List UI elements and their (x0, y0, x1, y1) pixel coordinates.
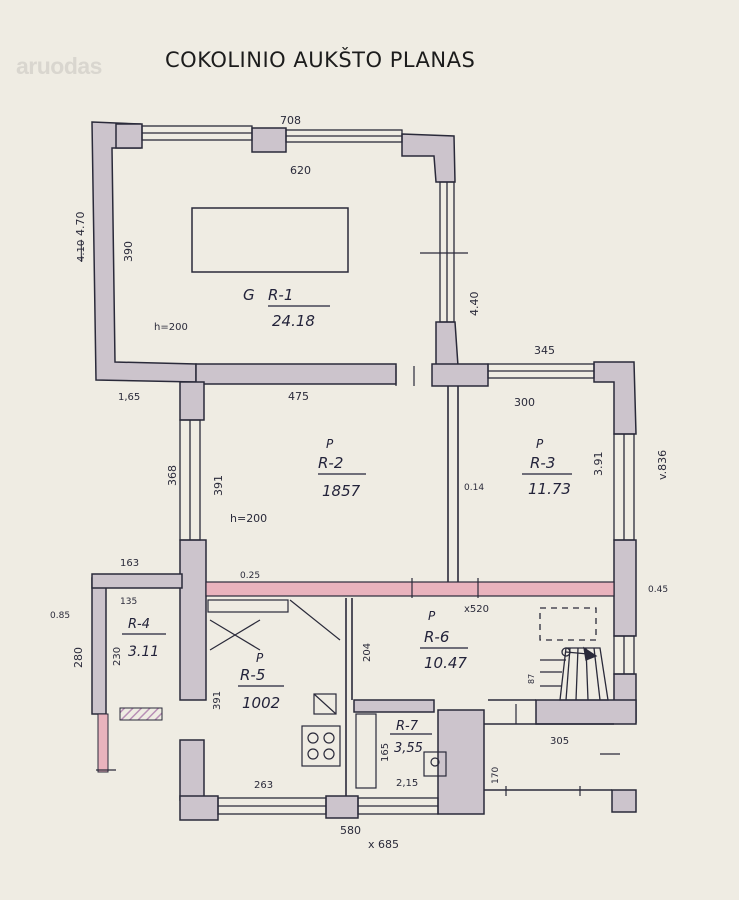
wall-r4-left (91, 577, 107, 715)
dim-r7-depth: 165 (380, 743, 391, 762)
wall-r1-left (91, 121, 197, 383)
hatched-wall (119, 707, 163, 721)
r1-area: 24.18 (272, 312, 315, 330)
dim-r4-height: 230 (112, 647, 123, 666)
walls (91, 121, 637, 821)
dim-r2-left: 368 (166, 465, 179, 486)
wall-r3-right2 (613, 539, 637, 637)
r1-prefix: G (243, 286, 255, 304)
dim-r5-width: 263 (254, 780, 273, 791)
dim-partition-small: 0.25 (240, 571, 260, 581)
r4-code: R-4 (128, 617, 150, 632)
r1-height: h=200 (154, 322, 188, 333)
room-r7: R-7 3,55 (390, 719, 432, 756)
r5-code: R-5 (240, 666, 265, 684)
windows (141, 125, 635, 815)
dim-r2-width: 475 (288, 390, 309, 403)
partitions (345, 386, 614, 796)
r2-code: R-2 (318, 454, 343, 472)
page-title: COKOLINIO AUKŠTO PLANAS (165, 48, 476, 72)
dim-r1-width: 620 (290, 164, 311, 177)
r3-code: R-3 (530, 454, 555, 472)
wall-r1-topmid (251, 127, 287, 153)
wall-left-col3 (179, 739, 205, 801)
wall-r3-right (593, 361, 637, 435)
dim-stair: 87 (527, 674, 536, 684)
dim-bottom-outer: x 685 (368, 838, 399, 851)
wall-r1-right2 (435, 321, 459, 367)
r7-code: R-7 (396, 719, 419, 734)
r6-prefix: P (428, 609, 436, 623)
r7-area: 3,55 (394, 741, 423, 756)
dim-r4-left: 0.85 (50, 611, 70, 621)
wall-left-col1 (179, 381, 205, 421)
dim-r4-outer: 280 (72, 647, 85, 668)
dim-r1-right: 4.40 (468, 292, 481, 317)
dimensions: 708 620 4.70 4.10 390 4.40 1,65 475 345 … (50, 114, 669, 851)
dim-right-total: v.836 (656, 450, 669, 480)
wall-bottom-mid (325, 795, 359, 819)
wall-bottom-r7 (437, 709, 485, 815)
wall-left-col2 (179, 539, 207, 701)
room-r1: G R-1 24.18 h=200 (154, 286, 330, 333)
r2-height: h=200 (230, 512, 267, 525)
dim-partition: 0.14 (464, 483, 484, 493)
room-r3: P R-3 11.73 (522, 437, 572, 498)
dim-r6-depth: 204 (362, 643, 373, 662)
wall-r7-top (353, 699, 435, 713)
dim-left-step: 1,65 (118, 392, 140, 403)
r4-stub (97, 713, 109, 773)
room-r5: P R-5 1002 (238, 651, 284, 712)
r5-fixtures (207, 599, 447, 789)
wall-br (611, 789, 637, 813)
dim-r1-depth: 390 (122, 241, 135, 262)
dim-r5-depth: 391 (212, 691, 223, 710)
wall-bottom-left (179, 795, 219, 821)
r5-area: 1002 (242, 694, 280, 712)
wall-r4-top (91, 573, 183, 589)
r2-prefix: P (326, 437, 334, 451)
dim-r2-inner: 391 (212, 475, 225, 496)
wall-r1-topleft (115, 123, 143, 149)
r5-prefix: P (256, 651, 264, 665)
r1-code: R-1 (268, 286, 293, 304)
wall-r1-right (401, 133, 456, 183)
stairs (539, 607, 609, 701)
dimension-ticks (96, 252, 620, 796)
dim-r6-width: x520 (464, 604, 489, 615)
room-r2: P R-2 1857 h=200 (230, 437, 366, 525)
r4-area: 3.11 (128, 644, 159, 660)
dim-bottom-right-depth: 170 (491, 767, 501, 784)
r1-inner-rect (191, 207, 349, 273)
dim-bottom-right: 305 (550, 736, 569, 747)
wall-r1-bottom (195, 363, 397, 385)
wall-r6-bottom (535, 699, 637, 725)
dim-r7-width: 2,15 (396, 778, 418, 789)
r2-area: 1857 (322, 482, 361, 500)
r6-code: R-6 (424, 628, 449, 646)
watermark-logo: aruodas (16, 53, 102, 79)
dim-r4-width: 135 (120, 597, 137, 607)
partition-pink (205, 581, 615, 597)
dim-r3-height: 3.91 (592, 452, 605, 477)
dim-r4-top: 163 (120, 558, 139, 569)
room-r6: P R-6 10.47 (420, 609, 468, 672)
dim-r3-width: 300 (514, 396, 535, 409)
r3-prefix: P (536, 437, 544, 451)
dim-left-height-struck: 4.10 (76, 240, 87, 262)
r6-area: 10.47 (424, 654, 467, 672)
wall-junction (431, 363, 489, 387)
r3-area: 11.73 (528, 480, 571, 498)
dim-right-small: 0.45 (648, 585, 668, 595)
dim-r3-outer: 345 (534, 344, 555, 357)
dim-top-total: 708 (280, 114, 301, 127)
dim-left-height: 4.70 (74, 212, 87, 237)
room-r4: R-4 3.11 (122, 617, 166, 660)
dim-bottom-total: 580 (340, 824, 361, 837)
